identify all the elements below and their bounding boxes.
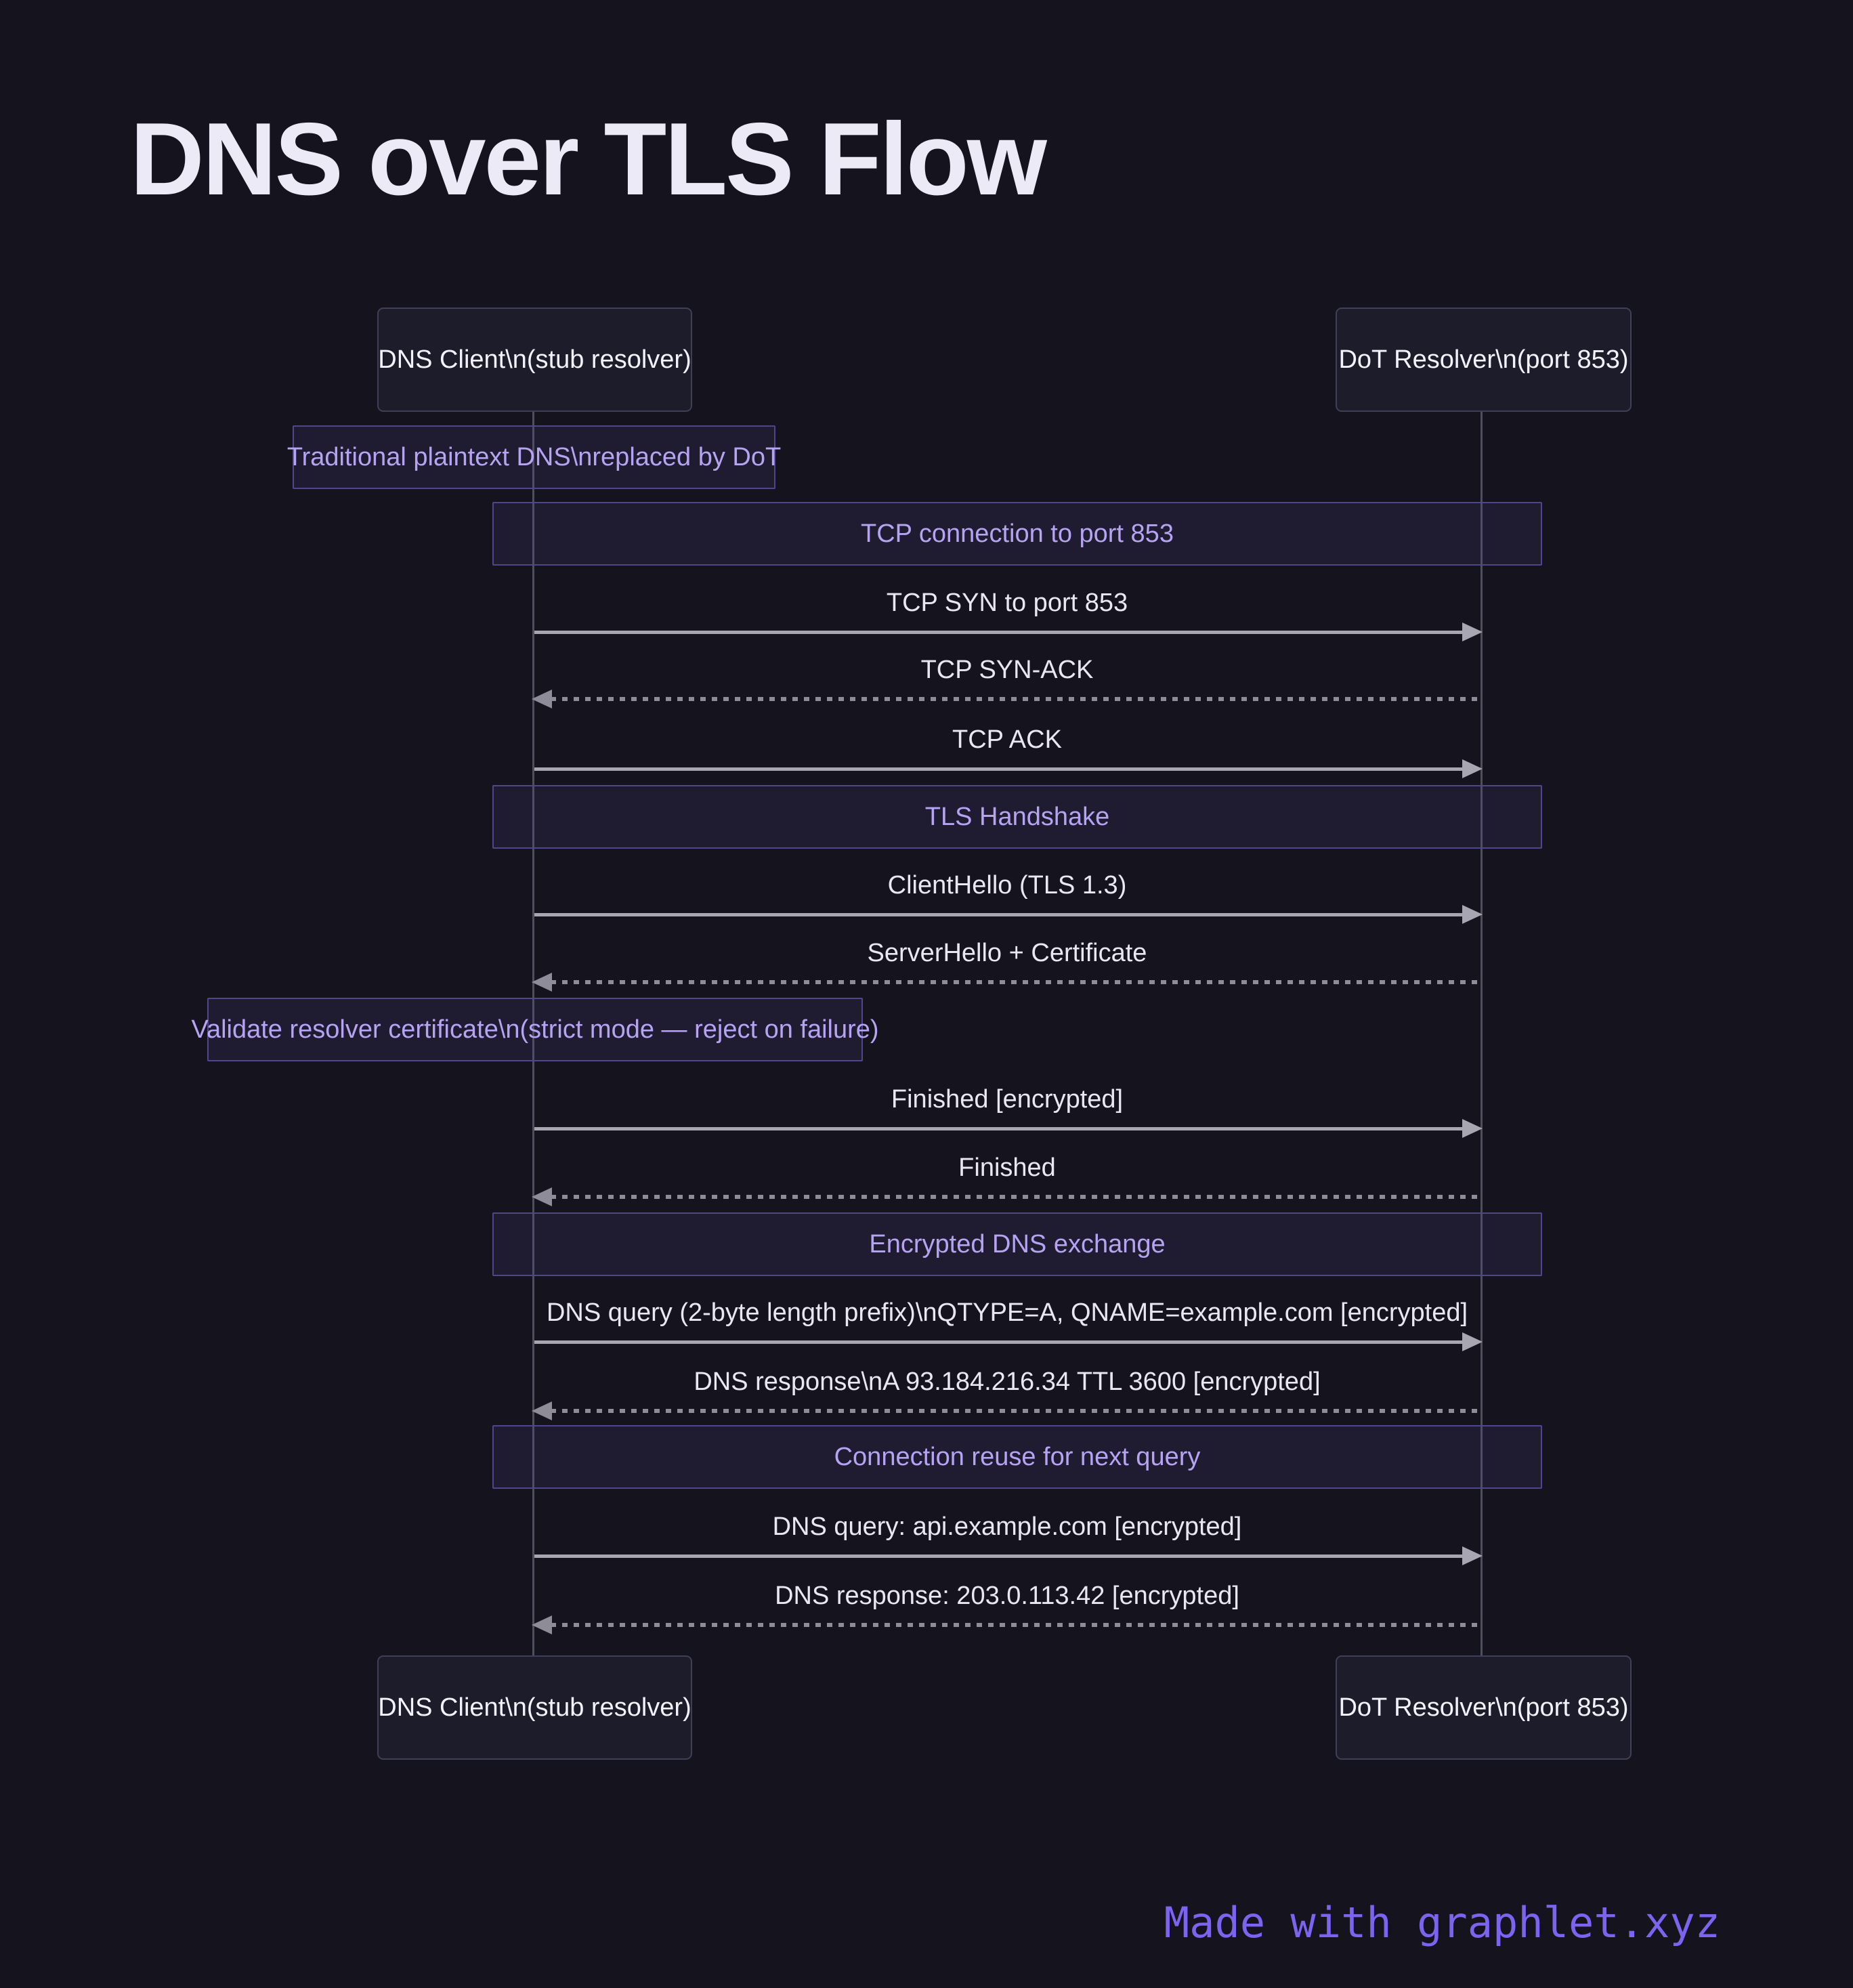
lifeline-client <box>532 409 534 1655</box>
footer-credit: Made with graphlet.xyz <box>1164 1898 1720 1947</box>
section-tcp-connection: TCP connection to port 853 <box>492 502 1542 566</box>
message-tcp-ack: TCP ACK <box>533 725 1483 779</box>
note-plaintext-dns: Traditional plaintext DNS\nreplaced by D… <box>287 425 781 489</box>
message-label: DNS response: 203.0.113.42 [encrypted] <box>775 1582 1239 1610</box>
actor-label: DoT Resolver\n(port 853) <box>1338 345 1629 374</box>
actor-label: DNS Client\n(stub resolver) <box>378 1693 691 1722</box>
message-label: TCP ACK <box>952 725 1062 754</box>
section-connection-reuse: Connection reuse for next query <box>492 1425 1542 1489</box>
lifeline-resolver <box>1481 409 1483 1655</box>
note-label: Traditional plaintext DNS\nreplaced by D… <box>286 442 782 471</box>
message-label: Finished <box>958 1154 1056 1182</box>
message-label: DNS response\nA 93.184.216.34 TTL 3600 [… <box>694 1368 1321 1396</box>
message-label: TCP SYN-ACK <box>920 656 1094 684</box>
arrow-left-dashed <box>532 1615 1481 1635</box>
arrow-left-dashed <box>532 972 1481 992</box>
message-dns-response-api: DNS response: 203.0.113.42 [encrypted] <box>532 1581 1481 1635</box>
arrow-left-dashed <box>532 1187 1481 1207</box>
note-validate-certificate: Validate resolver certificate\n(strict m… <box>191 998 879 1061</box>
message-dns-query-api: DNS query: api.example.com [encrypted] <box>533 1512 1483 1566</box>
message-label: TCP SYN to port 853 <box>886 589 1128 617</box>
arrow-right-solid <box>533 1118 1483 1139</box>
actor-client-bottom: DNS Client\n(stub resolver) <box>377 1655 692 1760</box>
message-serverhello: ServerHello + Certificate <box>532 938 1481 992</box>
section-label: TLS Handshake <box>924 802 1110 831</box>
page-title: DNS over TLS Flow <box>130 102 1047 217</box>
message-label: ClientHello (TLS 1.3) <box>887 871 1127 900</box>
message-tcp-syn-ack: TCP SYN-ACK <box>532 655 1481 709</box>
message-dns-query: DNS query (2-byte length prefix)\nQTYPE=… <box>533 1298 1483 1352</box>
section-tls-handshake: TLS Handshake <box>492 785 1542 849</box>
arrow-left-dashed <box>532 1401 1481 1421</box>
section-label: Encrypted DNS exchange <box>869 1229 1166 1259</box>
message-label: DNS query: api.example.com [encrypted] <box>772 1513 1242 1541</box>
actor-resolver-top: DoT Resolver\n(port 853) <box>1336 308 1632 412</box>
message-label: Finished [encrypted] <box>891 1085 1124 1114</box>
message-label: DNS query (2-byte length prefix)\nQTYPE=… <box>546 1298 1468 1327</box>
actor-client-top: DNS Client\n(stub resolver) <box>377 308 692 412</box>
message-dns-response: DNS response\nA 93.184.216.34 TTL 3600 [… <box>532 1367 1481 1421</box>
arrow-left-dashed <box>532 689 1481 709</box>
section-label: TCP connection to port 853 <box>861 519 1174 548</box>
message-finished: Finished <box>532 1153 1481 1207</box>
actor-resolver-bottom: DoT Resolver\n(port 853) <box>1336 1655 1632 1760</box>
message-finished-encrypted: Finished [encrypted] <box>533 1084 1483 1139</box>
note-label: Validate resolver certificate\n(strict m… <box>191 1015 879 1044</box>
section-label: Connection reuse for next query <box>834 1442 1201 1471</box>
message-label: ServerHello + Certificate <box>867 939 1147 967</box>
arrow-right-solid <box>533 1332 1483 1352</box>
message-tcp-syn: TCP SYN to port 853 <box>533 588 1483 642</box>
actor-label: DNS Client\n(stub resolver) <box>378 345 691 374</box>
arrow-right-solid <box>533 759 1483 779</box>
message-clienthello: ClientHello (TLS 1.3) <box>533 870 1483 925</box>
actor-label: DoT Resolver\n(port 853) <box>1338 1693 1629 1722</box>
arrow-right-solid <box>533 1546 1483 1566</box>
section-encrypted-dns: Encrypted DNS exchange <box>492 1212 1542 1276</box>
arrow-right-solid <box>533 904 1483 925</box>
arrow-right-solid <box>533 622 1483 642</box>
